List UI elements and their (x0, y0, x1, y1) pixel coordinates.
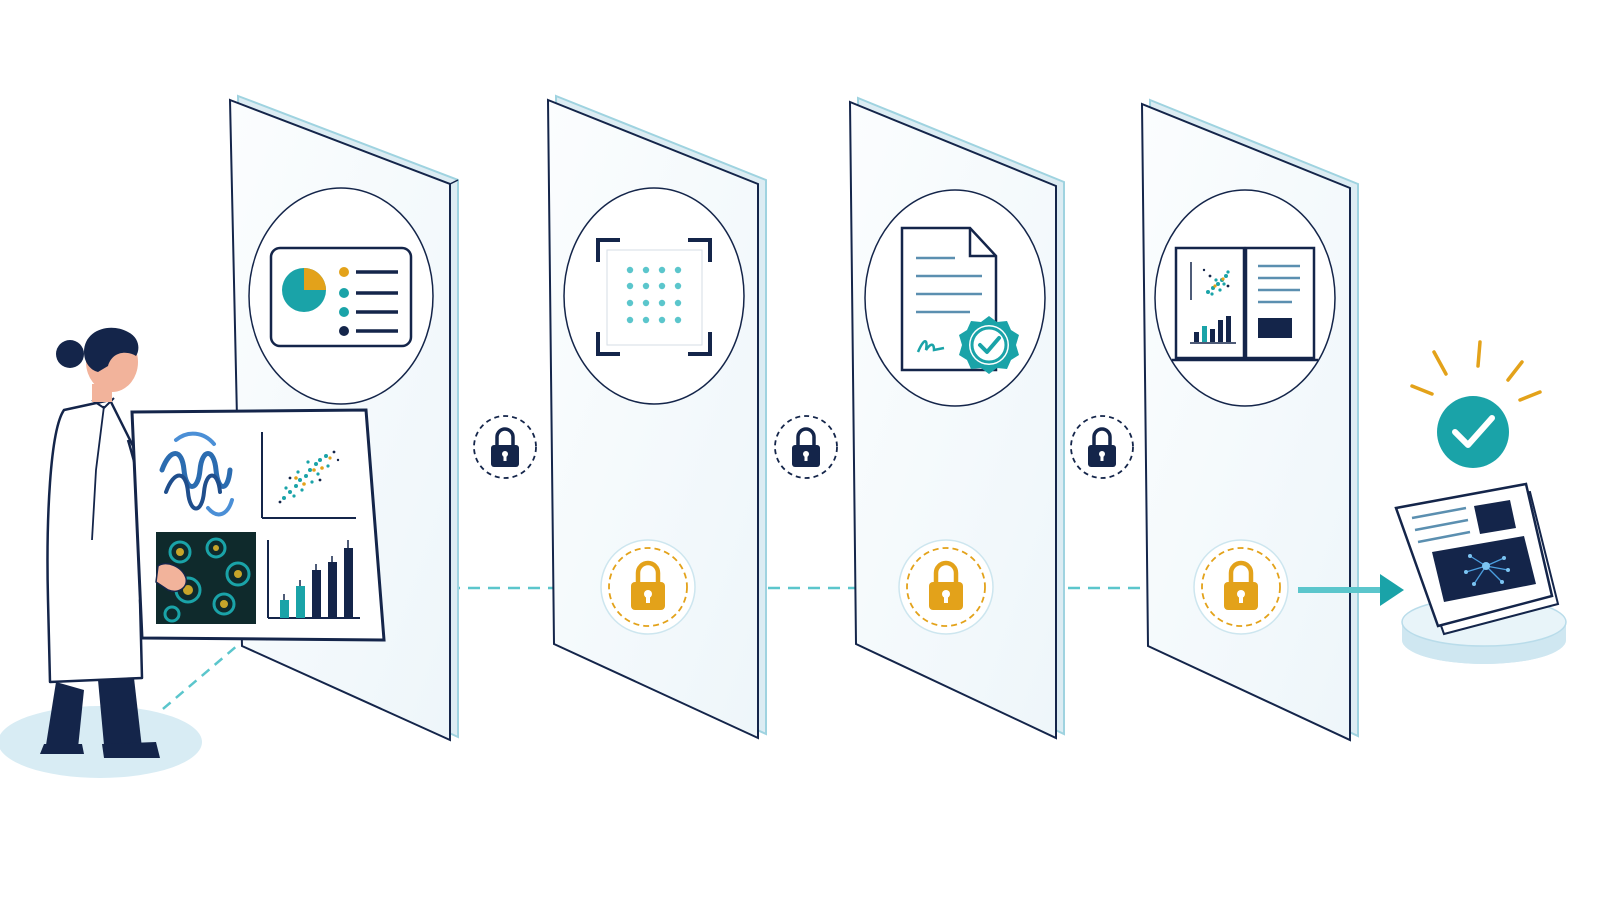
gold-padlock-icon (1224, 560, 1258, 610)
gate-lock-3 (1193, 539, 1289, 635)
padlock-icon (491, 427, 519, 467)
check-seal-icon (959, 316, 1019, 374)
panel-4 (1140, 98, 1359, 742)
connector-lock-1 (473, 415, 537, 479)
padlock-icon (1088, 427, 1116, 467)
scan-frame-icon (596, 238, 712, 356)
open-book-icon (1172, 246, 1318, 362)
gold-padlock-icon (929, 560, 963, 610)
result-arrow (1298, 574, 1404, 606)
approval-check-icon (1410, 340, 1542, 468)
connector-lock-2 (774, 415, 838, 479)
scientist-figure (0, 327, 202, 778)
data-figures-board (130, 408, 386, 642)
panel-3 (848, 96, 1065, 740)
dashboard-chart-icon (269, 246, 413, 348)
gold-padlock-icon (631, 560, 665, 610)
scatter-figure (261, 432, 356, 519)
panel-2 (546, 94, 767, 740)
floor-dashed-line (149, 644, 239, 721)
bar-chart-figure (267, 540, 360, 619)
protein-structure-figure (159, 431, 234, 517)
gate-lock-1 (600, 539, 696, 635)
approved-publication-icon (1394, 482, 1567, 664)
signed-document-icon (900, 226, 1019, 374)
hand (155, 562, 187, 592)
padlock-icon (792, 427, 820, 467)
gate-lock-2 (898, 539, 994, 635)
connector-lock-3 (1070, 415, 1134, 479)
